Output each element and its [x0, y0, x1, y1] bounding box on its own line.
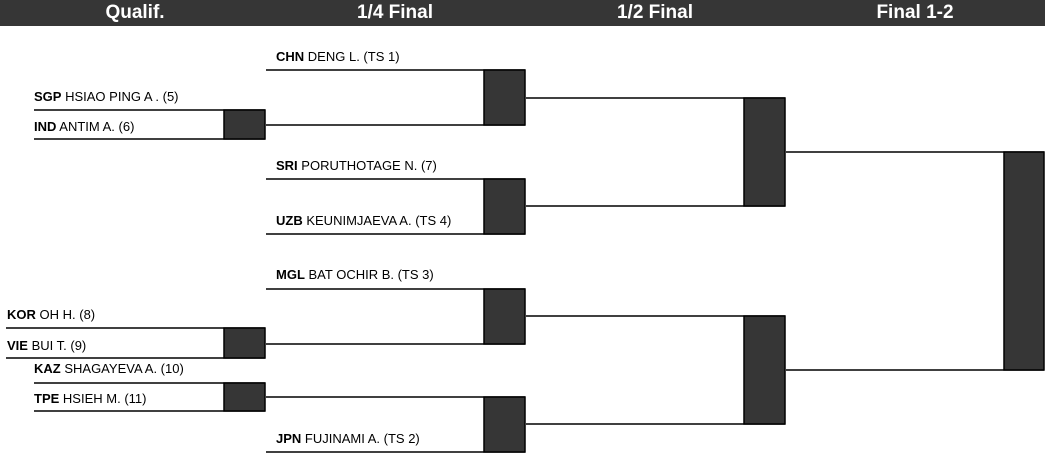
- player-uzb: UZB KEUNIMJAEVA A. (TS 4): [276, 213, 451, 228]
- player-ind: IND ANTIM A. (6): [34, 119, 134, 134]
- player-name: FUJINAMI A. (TS 2): [304, 431, 420, 446]
- player-name: HSIAO PING A . (5): [65, 89, 179, 104]
- round-quarterfinal-header: 1/4 Final: [356, 2, 434, 23]
- player-mgl: MGL BAT OCHIR B. (TS 3): [276, 267, 434, 282]
- country-code: SRI: [276, 158, 298, 173]
- country-code: KAZ: [34, 361, 61, 376]
- country-code: VIE: [7, 338, 28, 353]
- country-code: IND: [34, 119, 57, 134]
- player-name: ANTIM A. (6): [59, 119, 135, 134]
- player-kor: KOR OH H. (8): [7, 307, 95, 322]
- match-box-sf-1: [743, 97, 786, 207]
- country-code: MGL: [276, 267, 305, 282]
- country-code: SGP: [34, 89, 62, 104]
- country-code: TPE: [34, 391, 60, 406]
- player-sgp: SGP HSIAO PING A . (5): [34, 89, 179, 104]
- round-qualif-header: Qualif.: [105, 2, 165, 23]
- bracket-lines: [6, 69, 1044, 453]
- player-name: KEUNIMJAEVA A. (TS 4): [306, 213, 452, 228]
- match-box-qualif-2: [223, 327, 266, 359]
- player-name: DENG L. (TS 1): [307, 49, 400, 64]
- player-name: HSIEH M. (11): [62, 391, 147, 406]
- match-box-qualif-1: [223, 109, 266, 140]
- match-box-qualif-3: [223, 382, 266, 412]
- match-box-sf-2: [743, 315, 786, 425]
- player-name: PORUTHOTAGE N. (7): [301, 158, 437, 173]
- player-tpe: TPE HSIEH M. (11): [34, 391, 146, 406]
- match-box-qf-2: [483, 178, 526, 235]
- match-box-qf-4: [483, 396, 526, 453]
- round-header-bar: Qualif. 1/4 Final 1/2 Final Final 1-2: [0, 0, 1045, 26]
- player-jpn: JPN FUJINAMI A. (TS 2): [276, 431, 420, 446]
- player-sri: SRI PORUTHOTAGE N. (7): [276, 158, 437, 173]
- player-name: SHAGAYEVA A. (10): [64, 361, 184, 376]
- player-name: OH H. (8): [39, 307, 96, 322]
- match-box-qf-1: [483, 69, 526, 126]
- round-final-header: Final 1-2: [876, 2, 954, 23]
- country-code: UZB: [276, 213, 303, 228]
- player-kaz: KAZ SHAGAYEVA A. (10): [34, 361, 184, 376]
- country-code: KOR: [7, 307, 36, 322]
- player-chn: CHN DENG L. (TS 1): [276, 49, 400, 64]
- round-semifinal-header: 1/2 Final: [616, 2, 694, 23]
- match-box-qf-3: [483, 288, 526, 345]
- player-name: BAT OCHIR B. (TS 3): [308, 267, 434, 282]
- match-box-final: [1003, 151, 1045, 371]
- bracket-boxes: [223, 69, 1045, 453]
- player-name: BUI T. (9): [31, 338, 87, 353]
- country-code: JPN: [276, 431, 302, 446]
- player-vie: VIE BUI T. (9): [7, 338, 86, 353]
- country-code: CHN: [276, 49, 305, 64]
